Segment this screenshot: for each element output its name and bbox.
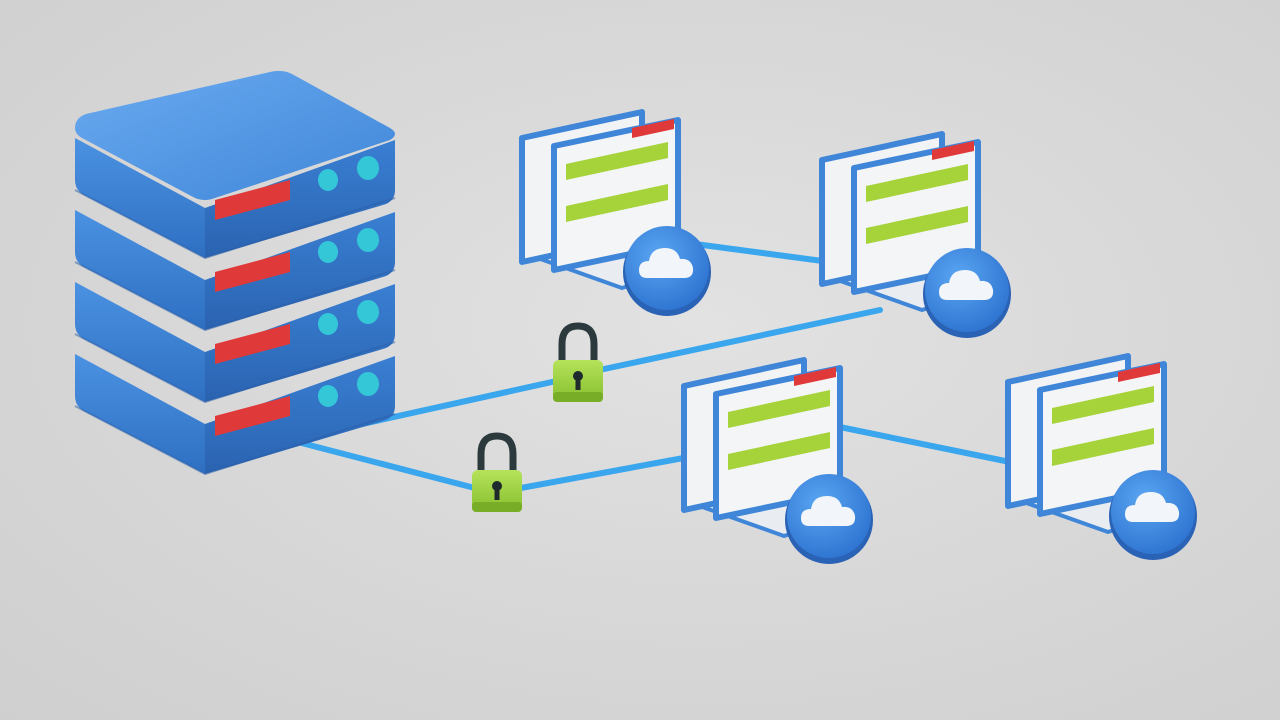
padlock-icon-upper bbox=[553, 322, 603, 402]
content-bar bbox=[566, 184, 668, 222]
server-seam bbox=[74, 261, 396, 332]
content-bar bbox=[866, 206, 968, 244]
lock-body-shade bbox=[472, 502, 522, 512]
server-status-indicator bbox=[215, 396, 290, 436]
server-unit-front bbox=[75, 282, 205, 402]
server-unit-side bbox=[205, 140, 395, 258]
server-top-face bbox=[75, 70, 395, 200]
cable-client-3-to-client-4 bbox=[827, 422, 1013, 465]
server-led bbox=[357, 156, 379, 180]
content-bar bbox=[728, 390, 830, 428]
server-seam bbox=[74, 189, 396, 260]
server-led bbox=[318, 241, 338, 263]
window-header-bar bbox=[794, 367, 836, 386]
server-status-indicator bbox=[215, 180, 290, 220]
cloud-icon bbox=[785, 474, 873, 564]
network-cables bbox=[287, 239, 1013, 495]
client-laptop-1 bbox=[519, 109, 711, 316]
cable-server-to-lower-lock bbox=[287, 437, 493, 495]
cable-lower-lock-to-client-3 bbox=[507, 452, 703, 493]
cloud-icon bbox=[623, 226, 711, 316]
lock-shackle bbox=[477, 432, 517, 476]
content-bar bbox=[566, 142, 668, 180]
window-header-bar bbox=[1118, 363, 1160, 382]
server-unit-front bbox=[75, 210, 205, 330]
cloud-shape bbox=[1125, 492, 1180, 522]
cable-client-1-to-client-2 bbox=[677, 239, 833, 265]
client-laptop-2 bbox=[819, 131, 1011, 338]
keyhole-slot bbox=[494, 488, 500, 500]
server-led bbox=[357, 300, 379, 324]
server-unit-front bbox=[75, 354, 205, 474]
server-unit-side bbox=[205, 212, 395, 330]
cloud-icon bbox=[923, 248, 1011, 338]
lock-body-shade bbox=[553, 392, 603, 402]
server-seam bbox=[74, 333, 396, 404]
server-stack-icon bbox=[74, 70, 396, 476]
window-header-bar bbox=[632, 119, 674, 138]
server-unit bbox=[74, 70, 396, 260]
client-laptop-3 bbox=[681, 357, 873, 564]
client-laptop-4 bbox=[1005, 353, 1197, 560]
cloud-shape bbox=[939, 270, 994, 300]
server-seam bbox=[74, 405, 396, 476]
server-unit bbox=[74, 210, 396, 332]
padlock-icon-lower bbox=[472, 432, 522, 512]
keyhole-slot bbox=[575, 378, 581, 390]
server-led bbox=[318, 169, 338, 191]
server-unit bbox=[74, 282, 396, 404]
server-status-indicator bbox=[215, 324, 290, 364]
server-unit-front bbox=[75, 138, 205, 258]
server-led bbox=[318, 385, 338, 407]
content-bar bbox=[1052, 428, 1154, 466]
cable-upper-lock-to-client-2 bbox=[587, 307, 883, 375]
server-led bbox=[318, 313, 338, 335]
content-bar bbox=[866, 164, 968, 202]
server-unit-side bbox=[205, 284, 395, 402]
server-unit bbox=[74, 354, 396, 476]
window-header-bar bbox=[932, 141, 974, 160]
cloud-icon bbox=[1109, 470, 1197, 560]
lock-shackle bbox=[558, 322, 598, 366]
server-unit-side bbox=[205, 356, 395, 474]
server-led bbox=[357, 372, 379, 396]
server-status-indicator bbox=[215, 252, 290, 292]
content-bar bbox=[1052, 386, 1154, 424]
cloud-shape bbox=[639, 248, 694, 278]
server-led bbox=[357, 228, 379, 252]
cloud-shape bbox=[801, 496, 856, 526]
content-bar bbox=[728, 432, 830, 470]
